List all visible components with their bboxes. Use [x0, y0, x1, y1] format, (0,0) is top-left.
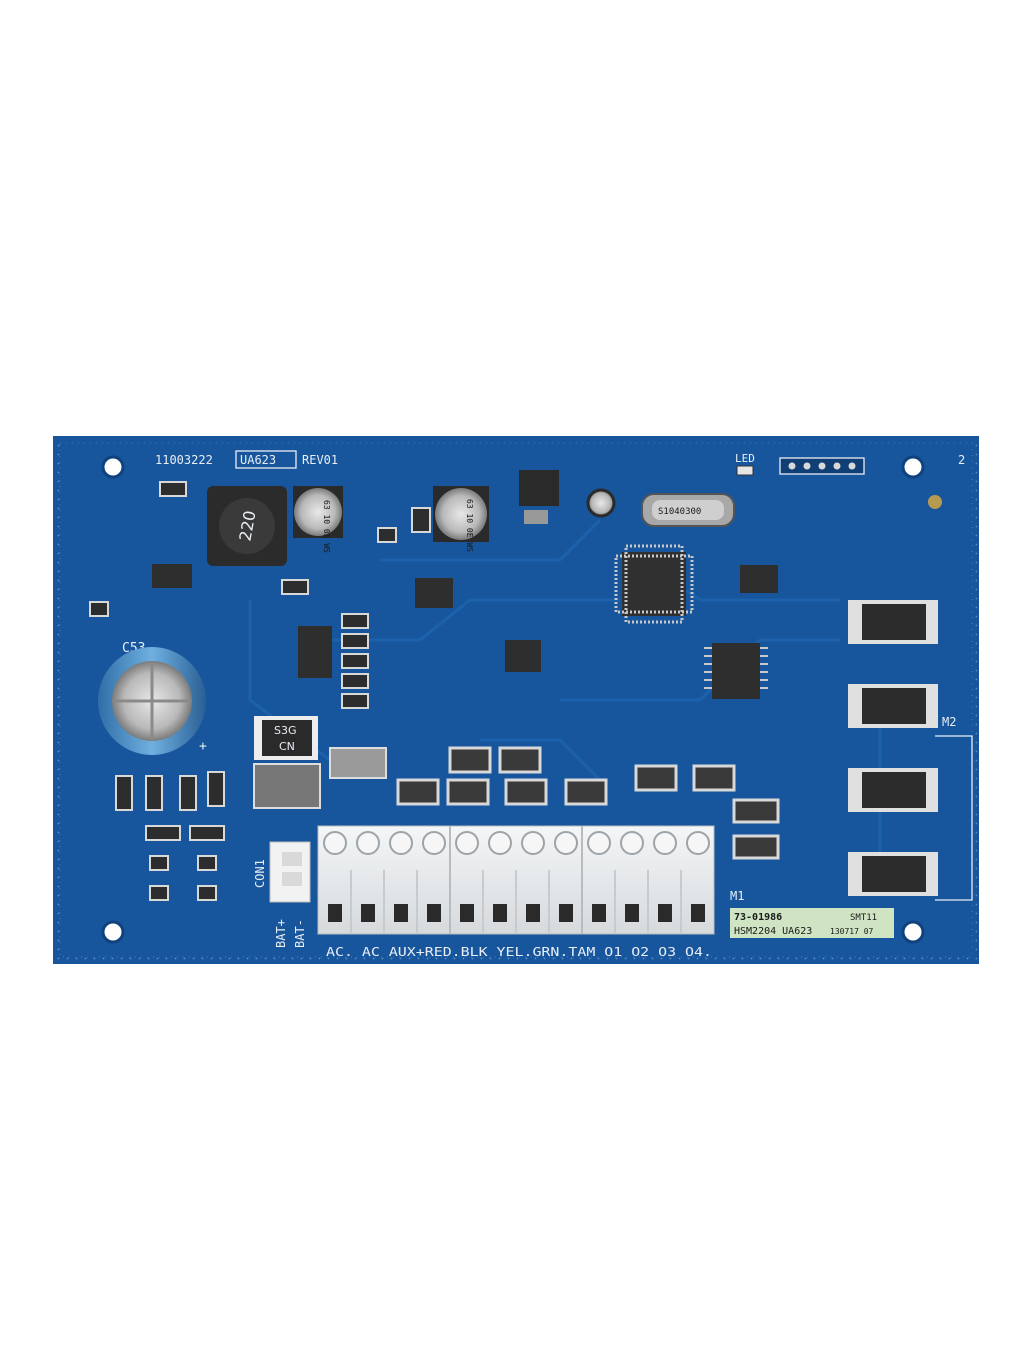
crystal: S1040300: [641, 493, 735, 527]
smd-diode-3: [329, 747, 387, 779]
smd-diode-row: [396, 746, 780, 860]
con1-label: CON1: [253, 859, 267, 888]
svg-text:CN: CN: [279, 740, 295, 753]
electrolytic-capacitor-2: 63 10 0E WS: [433, 486, 489, 552]
terminal-labels: AC. AC AUX+RED.BLK YEL.GRN.TAM O1 O2 O3 …: [326, 945, 712, 959]
electrolytic-capacitor-1: 63 10 0E WS: [293, 486, 343, 553]
smd-diode-2: [253, 763, 321, 809]
diode-s3g: S3G CN: [254, 716, 318, 760]
electrolytic-capacitor-3: [586, 488, 616, 518]
terminal-ribs: [350, 870, 682, 934]
terminal-screws: [323, 831, 710, 855]
sticker-line2-right: 130717 07: [830, 927, 874, 936]
battery-connector: [269, 841, 311, 903]
svg-text:+: +: [199, 739, 207, 754]
sticker-line2-left: HSM2204 UA623: [734, 926, 812, 937]
m1-label: M1: [730, 889, 744, 903]
led: [736, 465, 754, 476]
fiducial: [928, 495, 942, 509]
bat-plus-label: BAT+: [274, 919, 288, 948]
smd-resistors: [89, 481, 431, 901]
pcb-edge-dots: [55, 438, 977, 962]
microcontroller: [614, 544, 694, 624]
svg-text:63 10 0E WS: 63 10 0E WS: [322, 500, 331, 553]
terminal-block: [317, 825, 715, 935]
svg-text:S1040300: S1040300: [658, 507, 701, 517]
sticker-line1-right: SMT11: [850, 913, 877, 923]
ic-pins: [704, 647, 768, 689]
svg-text:S3G: S3G: [274, 724, 297, 737]
svg-text:63 10 0E WS: 63 10 0E WS: [465, 499, 474, 552]
bulk-capacitor: +: [98, 647, 207, 755]
m2-label: M2: [942, 715, 956, 729]
led-label: LED: [735, 452, 755, 465]
bat-minus-label: BAT-: [293, 919, 307, 948]
m2-outline: [935, 735, 973, 901]
header-pins: [788, 462, 856, 470]
power-inductor: 220: [207, 486, 287, 566]
ic-chips: [152, 564, 778, 699]
board-code: UA623: [240, 453, 276, 467]
revision: REV01: [302, 453, 338, 467]
sticker-line1-left: 73-01986: [734, 912, 782, 923]
product-sticker: 73-01986 SMT11 HSM2204 UA623 130717 07: [730, 908, 894, 938]
terminal-wire-entries: [328, 904, 705, 922]
mounting-holes: [101, 455, 925, 944]
output-transistors: [848, 600, 938, 896]
part-number: 11003222: [155, 453, 213, 467]
voltage-regulator: [519, 470, 559, 524]
corner-mark: 2: [958, 453, 965, 467]
